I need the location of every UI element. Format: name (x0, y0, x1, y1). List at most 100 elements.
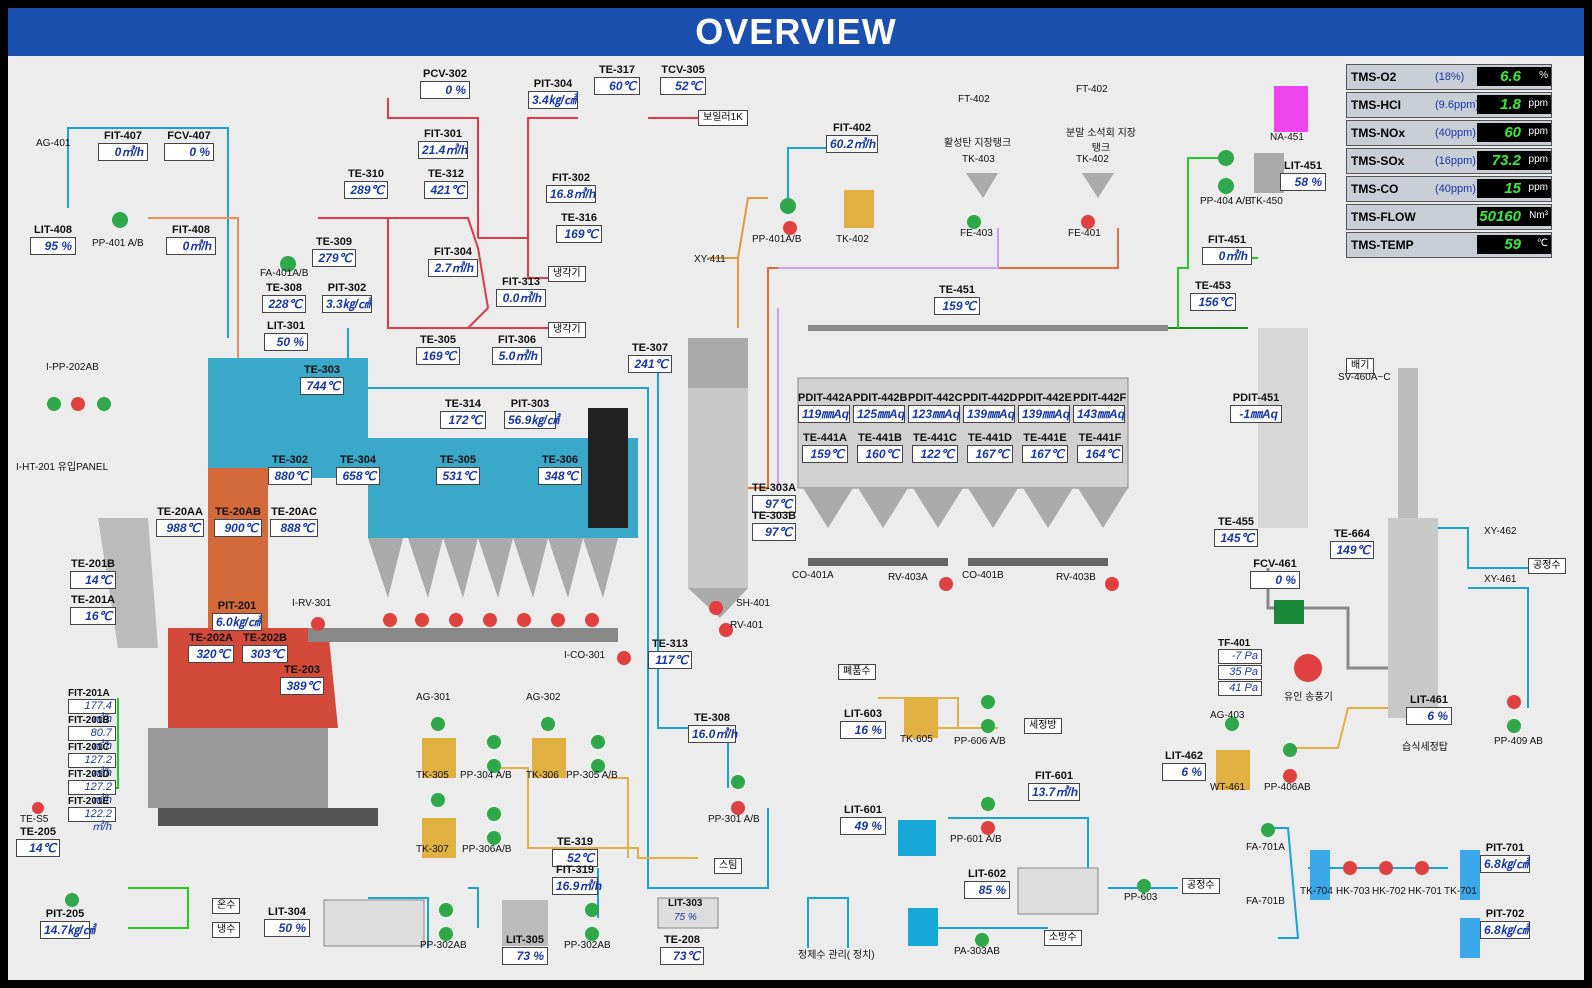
nav-washer[interactable]: 세정방 (1024, 718, 1062, 734)
tf-401-panel[interactable]: TF-401 -7 Pa 35 Pa 41 Pa (1218, 638, 1262, 697)
nav-cooler-2[interactable]: 냉각기 (548, 322, 586, 338)
nav-boiler[interactable]: 보일러1K (698, 110, 748, 126)
nav-hot-water[interactable]: 온수 (212, 898, 241, 914)
nav-steam[interactable]: 스팀 (714, 858, 743, 874)
nav-fire-water[interactable]: 소방수 (1044, 930, 1082, 946)
tms-row[interactable]: TMS-O2(18%)6.6% (1346, 64, 1552, 90)
tag-pdit-451[interactable]: PDIT-451-1㎜Aq (1230, 392, 1282, 423)
nav-process-water-2[interactable]: 공정수 (1182, 878, 1220, 894)
stack (1398, 368, 1418, 518)
nav-exhaust[interactable]: 배기 (1346, 358, 1375, 374)
nav-cold-water[interactable]: 냉수 (212, 922, 241, 938)
nav-cooler-1[interactable]: 냉각기 (548, 266, 586, 282)
nav-waste-water[interactable]: 폐품수 (838, 664, 876, 680)
nav-process-water[interactable]: 공정수 (1528, 558, 1566, 574)
